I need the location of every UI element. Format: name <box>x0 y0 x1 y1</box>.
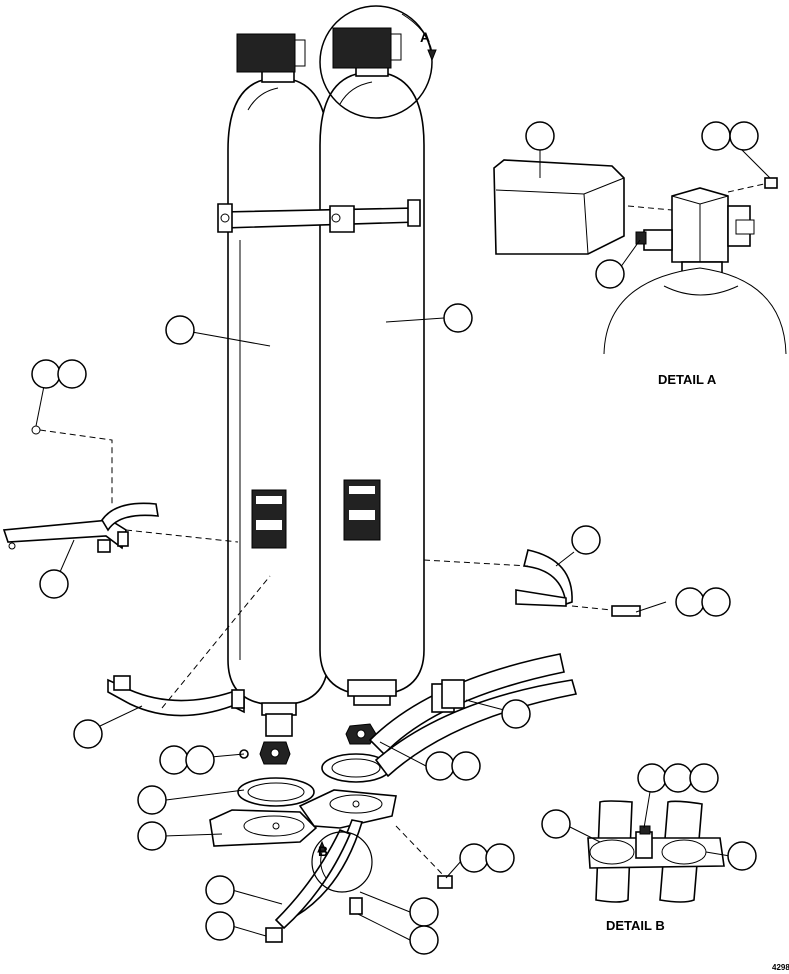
callout-circle <box>73 719 103 749</box>
callout-circle <box>675 587 705 617</box>
callout-circle <box>409 897 439 927</box>
figure-number: 42981 <box>772 963 789 972</box>
callout-circle <box>701 587 731 617</box>
detail-b-title: DETAIL B <box>606 918 665 933</box>
view-a-letter: A <box>420 29 430 45</box>
callout-circle <box>595 259 625 289</box>
detail-b-view: DETAIL B <box>587 800 725 933</box>
detail-a-title: DETAIL A <box>658 372 717 387</box>
callout-circle <box>425 751 455 781</box>
middle-clamp-left <box>2 425 239 553</box>
callout-circle <box>571 525 601 555</box>
callout-circle <box>689 763 719 793</box>
callout-circle <box>205 911 235 941</box>
bottom-nuts <box>239 723 377 765</box>
callout-circle <box>185 745 215 775</box>
cylinder-right <box>319 27 425 706</box>
callout-circle <box>137 821 167 851</box>
callout-circle <box>31 359 61 389</box>
callout-circle <box>637 763 667 793</box>
callout-circle <box>409 925 439 955</box>
callout-circle <box>57 359 87 389</box>
base-bracket <box>209 753 397 847</box>
callout-circle <box>205 875 235 905</box>
callout-circle <box>137 785 167 815</box>
callout-circle <box>165 315 195 345</box>
callout-circle <box>485 843 515 873</box>
callout-circle <box>727 841 757 871</box>
callout-circle <box>451 751 481 781</box>
middle-clamp-right <box>423 549 641 617</box>
callout-circle <box>525 121 555 151</box>
detail-a-view: DETAIL A <box>493 159 787 387</box>
callout-circle <box>701 121 731 151</box>
cylinder-left <box>227 33 329 737</box>
callout-circle <box>159 745 189 775</box>
callout-circle <box>501 699 531 729</box>
view-b-letter: B <box>318 843 328 859</box>
lower-clamp <box>107 575 271 717</box>
callout-circle <box>39 569 69 599</box>
callout-circle <box>459 843 489 873</box>
upper-strap-clamp <box>217 199 421 233</box>
callout-circle <box>541 809 571 839</box>
callout-circles <box>31 121 759 955</box>
callout-circle <box>663 763 693 793</box>
callout-circle <box>729 121 759 151</box>
callout-circle <box>443 303 473 333</box>
callout-leaders <box>35 147 771 941</box>
detail-a-callout-circle: A <box>319 5 437 119</box>
